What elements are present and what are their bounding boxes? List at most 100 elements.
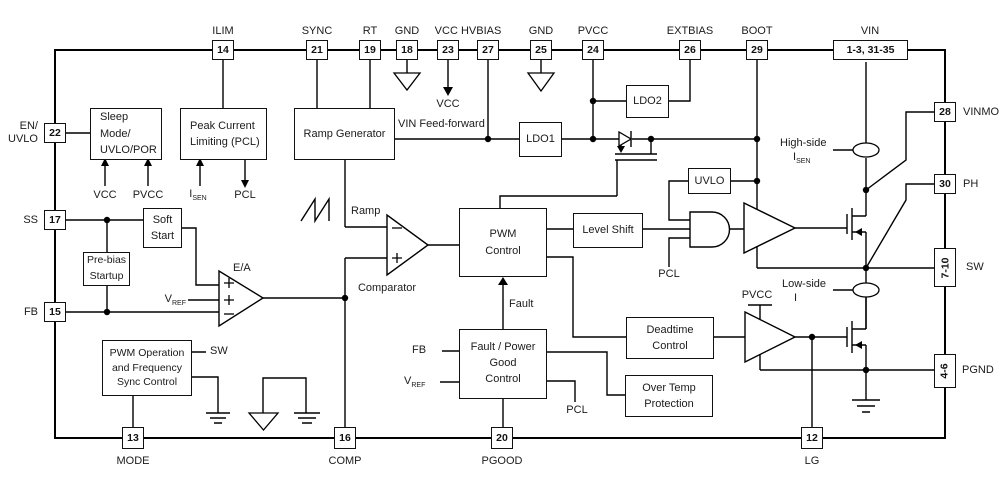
low-side-driver-icon — [744, 310, 797, 364]
block-fault-line2: Good — [489, 357, 517, 370]
block-pwm-op-line2: and Frequency — [111, 361, 183, 374]
pin-vin-label: VIN — [860, 25, 880, 37]
pin-29-boot: 29 — [746, 40, 768, 60]
pin-19-number: 19 — [364, 44, 376, 56]
top-pin-wires — [222, 60, 867, 209]
block-level-shift: Level Shift — [573, 213, 643, 248]
label-vref2-sub: REF — [411, 382, 426, 390]
pin-25-number: 25 — [535, 44, 547, 56]
pin-13-number: 13 — [127, 432, 139, 444]
sawtooth-icon — [300, 196, 330, 224]
pin-15-label: FB — [23, 306, 38, 318]
low-side-mosfet-icon — [846, 297, 867, 370]
label-ramp: Ramp — [351, 205, 381, 217]
triangle-ground-icons — [247, 72, 556, 432]
block-ldo2-label: LDO2 — [633, 95, 662, 108]
pin-13-mode: 13 — [122, 427, 144, 449]
label-isen-sub: SEN — [192, 195, 207, 203]
pin-18-gnd: 18 — [396, 40, 418, 60]
label-error-amp: E/A — [233, 262, 251, 274]
pin-22-label: EN/ UVLO — [8, 120, 38, 146]
pin-26-extbias: 26 — [679, 40, 701, 60]
label-vref-base: V — [164, 293, 172, 305]
pin-30-number: 30 — [939, 178, 951, 190]
block-peak-current-limit: Peak Current Limiting (PCL) — [180, 108, 267, 160]
pin-22-label-line2: UVLO — [8, 133, 38, 146]
pin-18-number: 18 — [401, 44, 413, 56]
block-pwm-op-line3: Sync Control — [116, 376, 178, 389]
pin-vin: 1-3, 31-35 — [833, 40, 908, 60]
label-vref-ea: VREF — [154, 293, 186, 309]
block-pwm-op-line1: PWM Operation — [109, 346, 185, 359]
pin-15-number: 15 — [49, 306, 61, 318]
block-ramp-line1: Ramp Generator — [303, 127, 386, 140]
pin-28-label: VINMON — [963, 106, 999, 118]
pin-pgnd-label: PGND — [962, 364, 994, 376]
pin-21-number: 21 — [311, 44, 323, 56]
pin-16-number: 16 — [339, 432, 351, 444]
label-pcl-output: PCL — [234, 189, 256, 201]
pin-sw-label: SW — [966, 261, 984, 273]
pin-16-label: COMP — [328, 455, 362, 467]
label-low-side-i: I — [794, 292, 798, 304]
block-soft-start: Soft Start — [143, 208, 182, 248]
pin-26-number: 26 — [684, 44, 696, 56]
pin-15-fb: 15 — [44, 302, 66, 322]
comparator-signs — [392, 227, 402, 263]
pin-sw: 7-10 — [934, 248, 956, 287]
control-wires — [440, 180, 757, 427]
pin-28-vinmon: 28 — [934, 102, 956, 122]
label-vref-fault-input: VREF — [404, 375, 425, 391]
pin-14-ilim: 14 — [212, 40, 234, 60]
high-side-driver-icon — [743, 201, 797, 255]
pin-14-label: ILIM — [212, 25, 234, 37]
block-ramp-generator: Ramp Generator — [294, 108, 395, 160]
pin-18-label: GND — [394, 25, 420, 37]
block-deadtime-control: Deadtime Control — [626, 317, 714, 359]
comparator-icon — [386, 213, 430, 277]
pin-24-label: PVCC — [577, 25, 609, 37]
pin-23-number: 23 — [442, 44, 454, 56]
pin-25-gnd: 25 — [530, 40, 552, 60]
pin-30-label: PH — [963, 178, 979, 190]
block-uvlo-label: UVLO — [694, 174, 725, 187]
pin-16-comp: 16 — [334, 427, 356, 449]
pin-12-number: 12 — [806, 432, 818, 444]
label-vcc-input: VCC — [93, 189, 117, 201]
label-hs-i-base: I — [793, 151, 797, 163]
block-prebias-line2: Startup — [89, 270, 124, 282]
high-side-current-sense-icon — [852, 142, 880, 158]
error-amp-signs — [224, 278, 234, 315]
pin-29-label: BOOT — [741, 25, 773, 37]
block-sleep-mode-line2: UVLO/POR — [100, 144, 157, 157]
block-overtemp-line1: Over Temp — [642, 381, 696, 394]
block-fault-line1: Fault / Power — [470, 341, 536, 354]
earth-ground-icons — [206, 399, 880, 424]
block-deadtime-line2: Control — [652, 340, 688, 352]
label-vcc-arrow: VCC — [436, 98, 460, 110]
label-isen-base: I — [189, 188, 193, 200]
block-prebias-startup: Pre-bias Startup — [83, 252, 130, 286]
pin-27-number: 27 — [482, 44, 494, 56]
pin-29-number: 29 — [751, 44, 763, 56]
label-vref2-base: V — [404, 375, 412, 387]
pin-vin-numbers: 1-3, 31-35 — [846, 44, 895, 56]
label-isen-input: ISEN — [189, 188, 206, 204]
block-pwm-line2: Control — [485, 244, 521, 257]
pin-21-sync: 21 — [306, 40, 328, 60]
pin-23-27-label: VCC HVBIAS — [434, 25, 502, 37]
pin-19-label: RT — [362, 25, 378, 37]
pin-12-label: LG — [804, 455, 820, 467]
and-gate-icon — [689, 211, 731, 248]
mode-wires — [132, 351, 307, 427]
block-pwm-operation: PWM Operation and Frequency Sync Control — [102, 340, 192, 396]
power-stage-wires — [748, 111, 934, 427]
pin-23-vcc: 23 — [437, 40, 459, 60]
pin-22-en-uvlo: 22 — [44, 123, 66, 143]
block-pwm-line1: PWM — [489, 228, 517, 240]
pin-19-rt: 19 — [359, 40, 381, 60]
block-uvlo: UVLO — [688, 168, 731, 194]
label-hs-i-sub: SEN — [796, 158, 811, 166]
block-level-shift-label: Level Shift — [582, 224, 634, 237]
pin-20-number: 20 — [496, 432, 508, 444]
